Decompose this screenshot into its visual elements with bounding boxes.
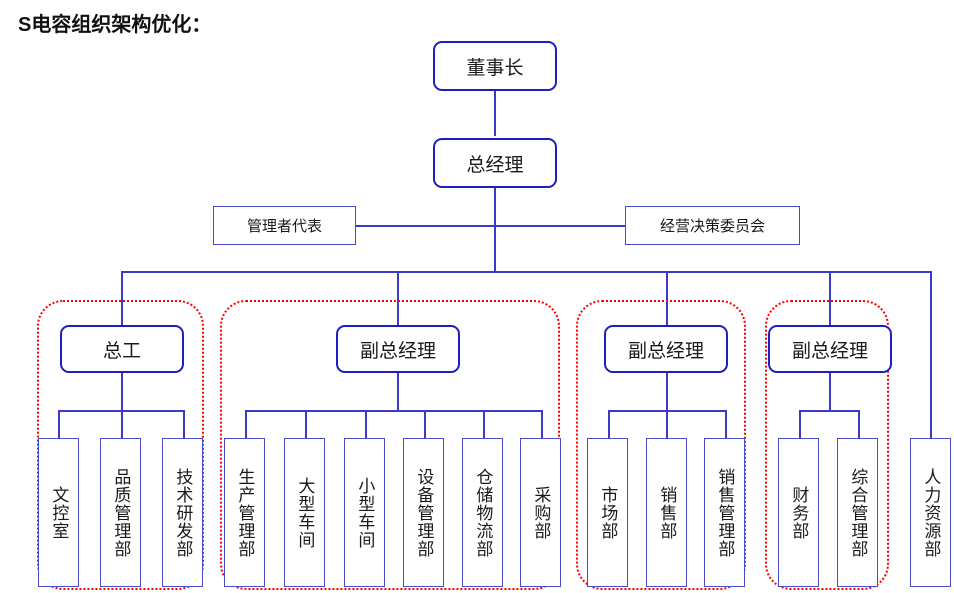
connector-chiefeng-stem: [121, 373, 123, 411]
connector-chairman-gm: [494, 90, 496, 136]
node-deputy-gm-production[interactable]: 副总经理: [336, 325, 460, 373]
node-dept-human-resources[interactable]: 人力资源部: [910, 438, 951, 587]
connector-gm-trunk: [494, 188, 496, 272]
node-dept-sales[interactable]: 销售部: [646, 438, 687, 587]
node-dept-general-administration[interactable]: 综合管理部: [837, 438, 878, 587]
connector-dgm2-child-3: [725, 410, 727, 438]
connector-drop-hr: [930, 271, 932, 438]
page-title: S电容组织架构优化：: [18, 14, 212, 36]
connector-drop-chief-eng: [121, 271, 123, 326]
node-dept-technology-rd[interactable]: 技术研发部: [162, 438, 203, 587]
node-deputy-gm-admin[interactable]: 副总经理: [768, 325, 892, 373]
connector-dgm1-child-5: [483, 410, 485, 438]
connector-chiefeng-child-3: [183, 410, 185, 438]
node-general-manager[interactable]: 总经理: [433, 138, 557, 188]
node-dept-marketing[interactable]: 市场部: [587, 438, 628, 587]
connector-dgm1-bus: [245, 410, 541, 412]
connector-drop-dgm3: [829, 271, 831, 326]
connector-dgm1-child-3: [365, 410, 367, 438]
connector-drop-dgm1: [397, 271, 399, 326]
connector-dgm3-child-1: [799, 410, 801, 438]
node-deputy-gm-sales[interactable]: 副总经理: [604, 325, 728, 373]
connector-chiefeng-child-1: [58, 410, 60, 438]
node-dept-large-workshop[interactable]: 大型车间: [284, 438, 325, 587]
connector-drop-dgm2: [666, 271, 668, 326]
node-dept-sales-management[interactable]: 销售管理部: [704, 438, 745, 587]
connector-dgm1-child-4: [424, 410, 426, 438]
node-dept-purchasing[interactable]: 采购部: [520, 438, 561, 587]
connector-chiefeng-child-2: [121, 410, 123, 438]
connector-dgm3-child-2: [858, 410, 860, 438]
node-dept-equipment-management[interactable]: 设备管理部: [403, 438, 444, 587]
connector-dgm3-stem: [829, 373, 831, 411]
node-dept-production-management[interactable]: 生产管理部: [224, 438, 265, 587]
connector-gm-mgmtrep: [355, 225, 495, 227]
node-dept-quality-management[interactable]: 品质管理部: [100, 438, 141, 587]
connector-dgm1-stem: [397, 373, 399, 411]
connector-dgm2-child-1: [608, 410, 610, 438]
node-chief-engineer[interactable]: 总工: [60, 325, 184, 373]
node-dept-warehouse-logistics[interactable]: 仓储物流部: [462, 438, 503, 587]
node-business-decision-committee[interactable]: 经营决策委员会: [625, 206, 800, 245]
node-management-representative[interactable]: 管理者代表: [213, 206, 356, 245]
connector-dgm1-child-1: [245, 410, 247, 438]
connector-main-bus: [121, 271, 932, 273]
connector-dgm2-stem: [666, 373, 668, 411]
node-dept-finance[interactable]: 财务部: [778, 438, 819, 587]
connector-dgm2-child-2: [666, 410, 668, 438]
node-dept-small-workshop[interactable]: 小型车间: [344, 438, 385, 587]
connector-dgm1-child-6: [541, 410, 543, 438]
node-chairman[interactable]: 董事长: [433, 41, 557, 91]
connector-gm-committee: [494, 225, 626, 227]
connector-dgm3-bus: [799, 410, 859, 412]
node-dept-document-control[interactable]: 文控室: [38, 438, 79, 587]
connector-dgm1-child-2: [305, 410, 307, 438]
